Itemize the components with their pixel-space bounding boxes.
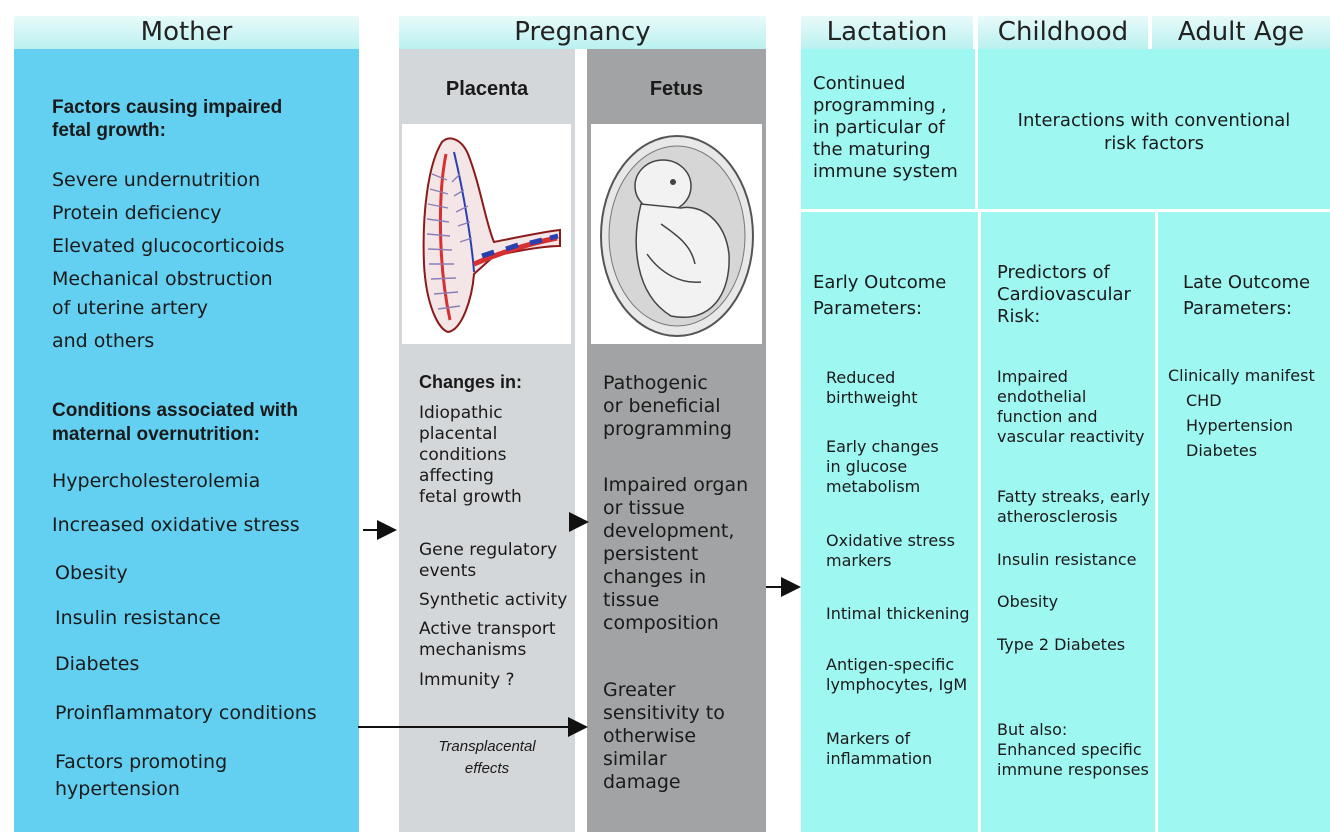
flow-arrows <box>0 0 1330 832</box>
